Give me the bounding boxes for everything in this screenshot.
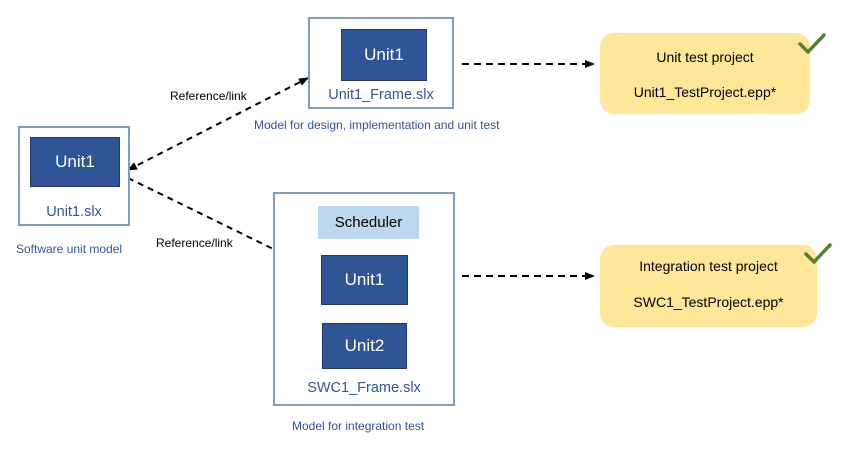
swc1-unit2-block[interactable]: Unit2 [322, 323, 407, 369]
reference-link-label-top: Reference/link [170, 89, 247, 103]
swc1-frame-caption: Model for integration test [292, 419, 425, 433]
unit1-frame-caption: Model for design, implementation and uni… [254, 118, 500, 132]
swc1-frame-filename: SWC1_Frame.slx [307, 380, 421, 396]
checkmark-icon [798, 33, 826, 54]
reference-link-label-bottom: Reference/link [156, 236, 233, 250]
integration-test-project-file: SWC1_TestProject.epp* [633, 294, 784, 310]
integration-test-project-title: Integration test project [639, 258, 778, 274]
unit1-frame-filename: Unit1_Frame.slx [328, 87, 434, 103]
checkmark-icon [804, 243, 832, 264]
unit1-frame-slx-frame: Unit1 Unit1_Frame.slx [308, 17, 454, 109]
unit1-slx-frame: Unit1 Unit1.slx [18, 126, 130, 226]
unit-test-project-title: Unit test project [656, 49, 754, 65]
unit1-slx-caption: Software unit model [16, 242, 123, 256]
unit1-slx-filename: Unit1.slx [46, 204, 102, 220]
unit-test-project-card[interactable]: Unit test project Unit1_TestProject.epp* [600, 33, 810, 114]
integration-test-project-card[interactable]: Integration test project SWC1_TestProjec… [600, 245, 817, 327]
reference-link-arrow-top [127, 77, 309, 171]
scheduler-block[interactable]: Scheduler [318, 206, 419, 239]
unit1-frame-block[interactable]: Unit1 [341, 29, 427, 81]
swc1-frame-slx-frame: Scheduler Unit1 Unit2 SWC1_Frame.slx [273, 192, 455, 406]
unit-test-project-file: Unit1_TestProject.epp* [633, 84, 777, 100]
unit1-block[interactable]: Unit1 [30, 137, 120, 187]
swc1-unit1-block[interactable]: Unit1 [321, 255, 408, 305]
